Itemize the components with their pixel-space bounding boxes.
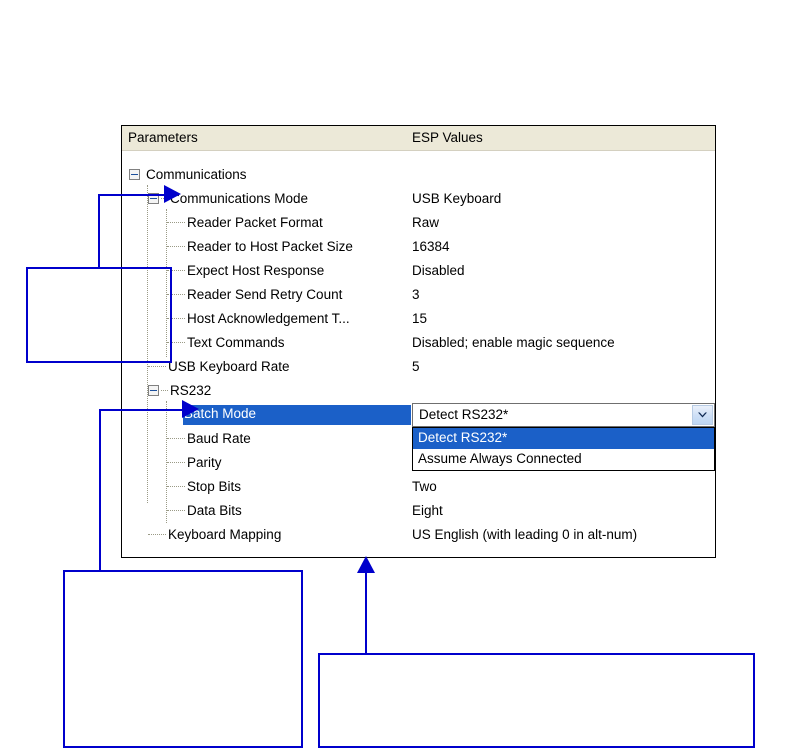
tree-row-text-commands[interactable]: Text Commands Disabled; enable magic seq… (122, 331, 715, 355)
tree-row-reader-packet-format[interactable]: Reader Packet Format Raw (122, 211, 715, 235)
callout-connector-vertical (365, 570, 367, 655)
tree-row-label: Stop Bits (187, 479, 242, 494)
tree-row-label: USB Keyboard Rate (168, 359, 290, 374)
tree-row-keyboard-mapping[interactable]: Keyboard Mapping US English (with leadin… (122, 523, 715, 547)
combobox-selected-value: Detect RS232* (419, 407, 509, 422)
tree-row-label: Host Acknowledgement T... (187, 311, 350, 326)
arrow-to-communications-mode (164, 185, 181, 203)
tree-row-label: Batch Mode (184, 406, 257, 421)
tree-row-value: 15 (412, 311, 428, 326)
callout-connector-vertical (98, 194, 100, 269)
batch-mode-combobox-wrapper: Detect RS232* Detect RS232* Assume Alway… (122, 403, 715, 471)
tree-row-baud-rate[interactable]: Baud Rate (122, 427, 715, 451)
tree-guide-horizontal (148, 534, 166, 536)
expander-minus-icon[interactable] (148, 193, 159, 204)
tree-guide-horizontal (167, 510, 185, 512)
tree-row-label: Text Commands (187, 335, 285, 350)
tree-row-batch-mode[interactable]: Batch Mode (122, 403, 715, 427)
tree-guide-horizontal (161, 390, 168, 392)
selection-highlight (183, 405, 411, 425)
tree-row-label: Data Bits (187, 503, 242, 518)
tree-row-value: Raw (412, 215, 440, 230)
tree-row-value: Eight (412, 503, 443, 518)
tree-row-label: Parity (187, 455, 222, 470)
callout-communications-mode (26, 267, 172, 363)
tree-row-reader-send-retry-count[interactable]: Reader Send Retry Count 3 (122, 283, 715, 307)
tree-row-value: US English (with leading 0 in alt-num) (412, 527, 638, 542)
tree-row-label: Reader Send Retry Count (187, 287, 343, 302)
tree-guide-horizontal (167, 462, 185, 464)
tree-guide-horizontal (167, 438, 185, 440)
tree-row-reader-to-host-packet-size[interactable]: Reader to Host Packet Size 16384 (122, 235, 715, 259)
tree-row-rs232[interactable]: RS232 (122, 379, 715, 403)
tree-row-label: Baud Rate (187, 431, 251, 446)
tree-guide-horizontal (167, 246, 185, 248)
parameter-tree-panel: Parameters ESP Values Communications Com… (121, 125, 716, 558)
callout-dropdown (318, 653, 755, 748)
tree-guide-vertical (166, 209, 168, 357)
tree-row-value: Disabled (412, 263, 465, 278)
tree-row-stop-bits[interactable]: Stop Bits Two (122, 475, 715, 499)
tree-body: Communications Communications Mode USB K… (122, 151, 715, 557)
tree-row-label: Expect Host Response (187, 263, 325, 278)
tree-row-label: RS232 (170, 383, 212, 398)
tree-guide-horizontal (148, 366, 166, 368)
tree-header: Parameters ESP Values (122, 126, 715, 151)
tree-row-label: Communications (146, 167, 247, 182)
batch-mode-dropdown-list[interactable]: Detect RS232* Assume Always Connected (412, 427, 715, 471)
tree-row-data-bits[interactable]: Data Bits Eight (122, 499, 715, 523)
callout-batch-mode (63, 570, 303, 748)
tree-guide-horizontal (167, 486, 185, 488)
tree-guide-horizontal (167, 270, 185, 272)
tree-row-value: Disabled; enable magic sequence (412, 335, 615, 350)
chevron-down-icon[interactable] (692, 405, 713, 425)
tree-row-label: Keyboard Mapping (168, 527, 282, 542)
tree-row-usb-keyboard-rate[interactable]: USB Keyboard Rate 5 (122, 355, 715, 379)
tree-guide-horizontal (167, 294, 185, 296)
tree-row-label: Communications Mode (170, 191, 309, 206)
tree-row-host-acknowledgement-timeout[interactable]: Host Acknowledgement T... 15 (122, 307, 715, 331)
dropdown-option-assume-always-connected[interactable]: Assume Always Connected (418, 451, 582, 466)
tree-row-parity[interactable]: Parity (122, 451, 715, 475)
tree-row-label: Reader Packet Format (187, 215, 323, 230)
tree-row-value: 5 (412, 359, 420, 374)
tree-row-value: Two (412, 479, 437, 494)
callout-connector-vertical (99, 409, 101, 572)
dropdown-option-detect-rs232[interactable]: Detect RS232* (413, 428, 714, 449)
expander-minus-icon[interactable] (129, 169, 140, 180)
tree-row-value: 3 (412, 287, 420, 302)
column-header-parameters: Parameters (128, 130, 198, 145)
tree-row-value: USB Keyboard (412, 191, 502, 206)
tree-guide-vertical (147, 185, 149, 503)
tree-row-label: Reader to Host Packet Size (187, 239, 353, 254)
tree-guide-horizontal (167, 318, 185, 320)
tree-row-communications-mode[interactable]: Communications Mode USB Keyboard (122, 187, 715, 211)
expander-minus-icon[interactable] (148, 385, 159, 396)
tree-row-communications[interactable]: Communications (122, 163, 715, 187)
callout-connector-horizontal (98, 194, 166, 196)
arrow-to-batch-mode (182, 400, 199, 418)
tree-guide-horizontal (167, 222, 185, 224)
tree-guide-vertical (166, 401, 168, 523)
tree-guide-horizontal (167, 342, 185, 344)
callout-connector-horizontal (99, 409, 184, 411)
arrow-to-panel-bottom (357, 556, 375, 573)
batch-mode-combobox[interactable]: Detect RS232* (412, 403, 715, 427)
tree-row-value: 16384 (412, 239, 450, 254)
tree-row-expect-host-response[interactable]: Expect Host Response Disabled (122, 259, 715, 283)
column-header-esp-values: ESP Values (412, 130, 483, 145)
